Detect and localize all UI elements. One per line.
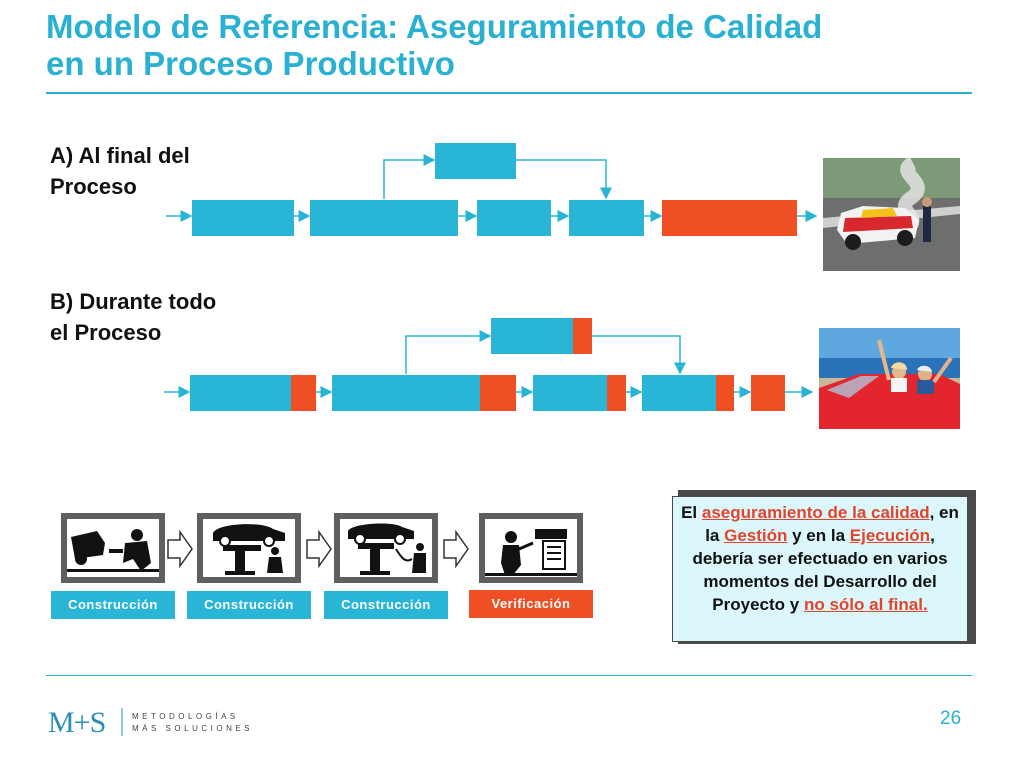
process-block-b-3 — [533, 375, 607, 411]
car-repair-icon — [67, 519, 159, 577]
quality-check-b-1 — [291, 375, 316, 411]
broken-car-photo — [823, 158, 960, 271]
footer-rule — [46, 675, 972, 676]
callout-highlight-execution: Ejecución — [849, 526, 931, 545]
step-chevron-3-icon — [443, 530, 469, 568]
logo-line-2: MÁS SOLUCIONES — [132, 724, 253, 733]
quality-check-b-3 — [607, 375, 626, 411]
step-label-4: Verificación — [469, 590, 593, 618]
process-block-a-3 — [477, 200, 551, 236]
callout-box: El aseguramiento de la calidad, en la Ge… — [672, 496, 968, 642]
process-block-a-2 — [310, 200, 458, 236]
quality-check-b-4 — [716, 375, 734, 411]
title-line-1: Modelo de Referencia: Aseguramiento de C… — [46, 8, 823, 45]
callout-highlight-quality-assurance: aseguramiento de la calidad — [701, 503, 930, 522]
step-label-2: Construcción — [187, 591, 311, 619]
process-block-b-branch — [491, 318, 573, 354]
section-b-line-1: B) Durante todo — [50, 289, 217, 314]
quality-check-b-2 — [480, 375, 516, 411]
section-a-line-1: A) Al final del — [50, 143, 190, 168]
company-logo: M+S METODOLOGÍAS MÁS SOLUCIONES — [48, 704, 258, 745]
quality-check-b-final — [751, 375, 785, 411]
callout-highlight-management: Gestión — [724, 526, 788, 545]
step-tile-2 — [197, 513, 301, 583]
step-tile-3 — [334, 513, 438, 583]
logo-line-1: METODOLOGÍAS — [132, 712, 239, 721]
page-number: 26 — [940, 708, 962, 729]
callout-text-4: , debería ser efectuado en varios moment… — [692, 526, 948, 614]
process-block-a-branch — [435, 143, 516, 179]
section-b-label: B) Durante todo el Proceso — [50, 286, 216, 348]
step-tile-4 — [479, 513, 583, 583]
diagram-a-connectors — [164, 154, 818, 398]
section-a-label: A) Al final del Proceso — [50, 140, 190, 202]
page-title: Modelo de Referencia: Aseguramiento de C… — [46, 8, 986, 82]
vehicle-diagnostics-icon — [485, 519, 577, 577]
callout-highlight-not-only-end: no sólo al final. — [803, 595, 928, 614]
happy-drivers-photo — [819, 328, 960, 429]
callout-text-1: El — [681, 503, 702, 522]
step-chevron-2-icon — [306, 530, 332, 568]
process-block-b-1 — [190, 375, 291, 411]
callout-text-2: , en la — [705, 503, 959, 545]
title-line-2: en un Proceso Productivo — [46, 45, 455, 82]
final-quality-check-block — [662, 200, 797, 236]
quality-check-b-branch — [573, 318, 592, 354]
process-block-b-4 — [642, 375, 716, 411]
process-block-a-1 — [192, 200, 294, 236]
title-rule — [46, 92, 972, 94]
process-block-a-4 — [569, 200, 644, 236]
step-label-1: Construcción — [51, 591, 175, 619]
step-label-3: Construcción — [324, 591, 448, 619]
logo-mark: M+S — [48, 706, 105, 739]
step-tile-1 — [61, 513, 165, 583]
step-chevron-1-icon — [167, 530, 193, 568]
callout-text-3: y en la — [787, 526, 850, 545]
section-a-line-2: Proceso — [50, 174, 137, 199]
section-b-line-2: el Proceso — [50, 320, 162, 345]
car-lift-icon — [203, 519, 295, 577]
process-block-b-2 — [332, 375, 480, 411]
car-lift-inspection-icon — [340, 519, 432, 577]
